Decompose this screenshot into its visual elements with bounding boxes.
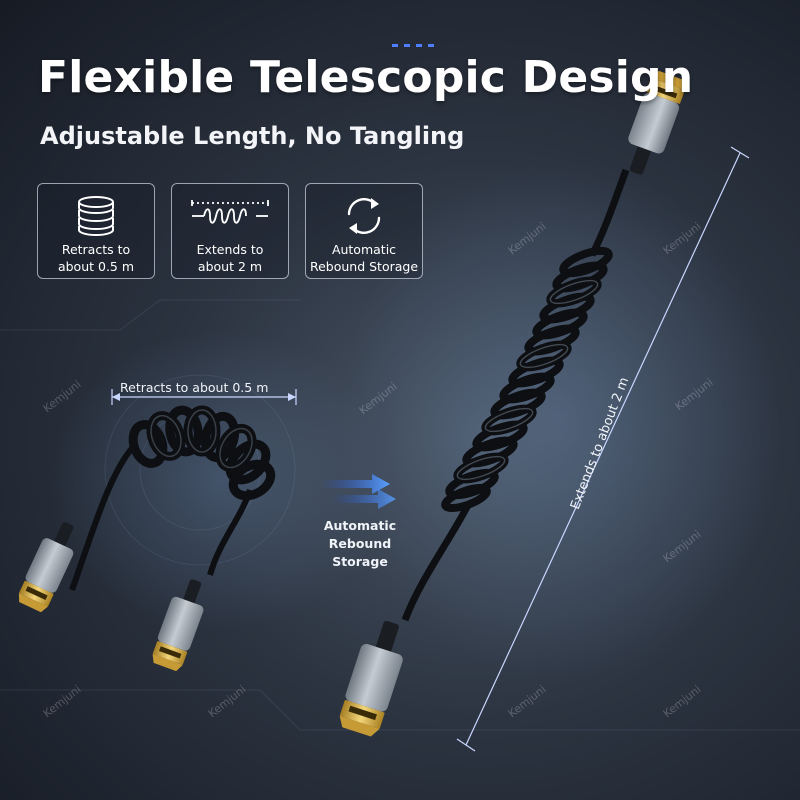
feature-label: Automatic Rebound Storage [309,242,419,274]
hdmi-connector-bottom [339,620,403,737]
rebound-arrows-icon [322,474,396,509]
feature-label: Extends to about 2 m [196,242,264,274]
feature-card-extend: Extends to about 2 m [171,183,289,279]
feature-card-rebound: Automatic Rebound Storage [305,183,423,279]
hdmi-connector-top [628,70,685,175]
page-title: Flexible Telescopic Design [38,52,694,103]
stacked-coils-icon [78,196,114,236]
retract-annotation: Retracts to about 0.5 m [120,380,269,395]
stretched-spring-icon [191,200,269,224]
page-subtitle: Adjustable Length, No Tangling [40,122,465,150]
feature-card-retract: Retracts to about 0.5 m [37,183,155,279]
feature-label: Retracts to about 0.5 m [57,242,135,274]
refresh-cycle-icon [347,198,381,234]
short-coiled-cable [69,405,276,592]
extend-measure-line [456,146,750,752]
hdmi-connector-left-a [18,522,74,613]
hdmi-connector-left-b [152,579,204,672]
long-coiled-cable [401,168,630,622]
rebound-annotation: Automatic Rebound Storage [323,518,397,569]
